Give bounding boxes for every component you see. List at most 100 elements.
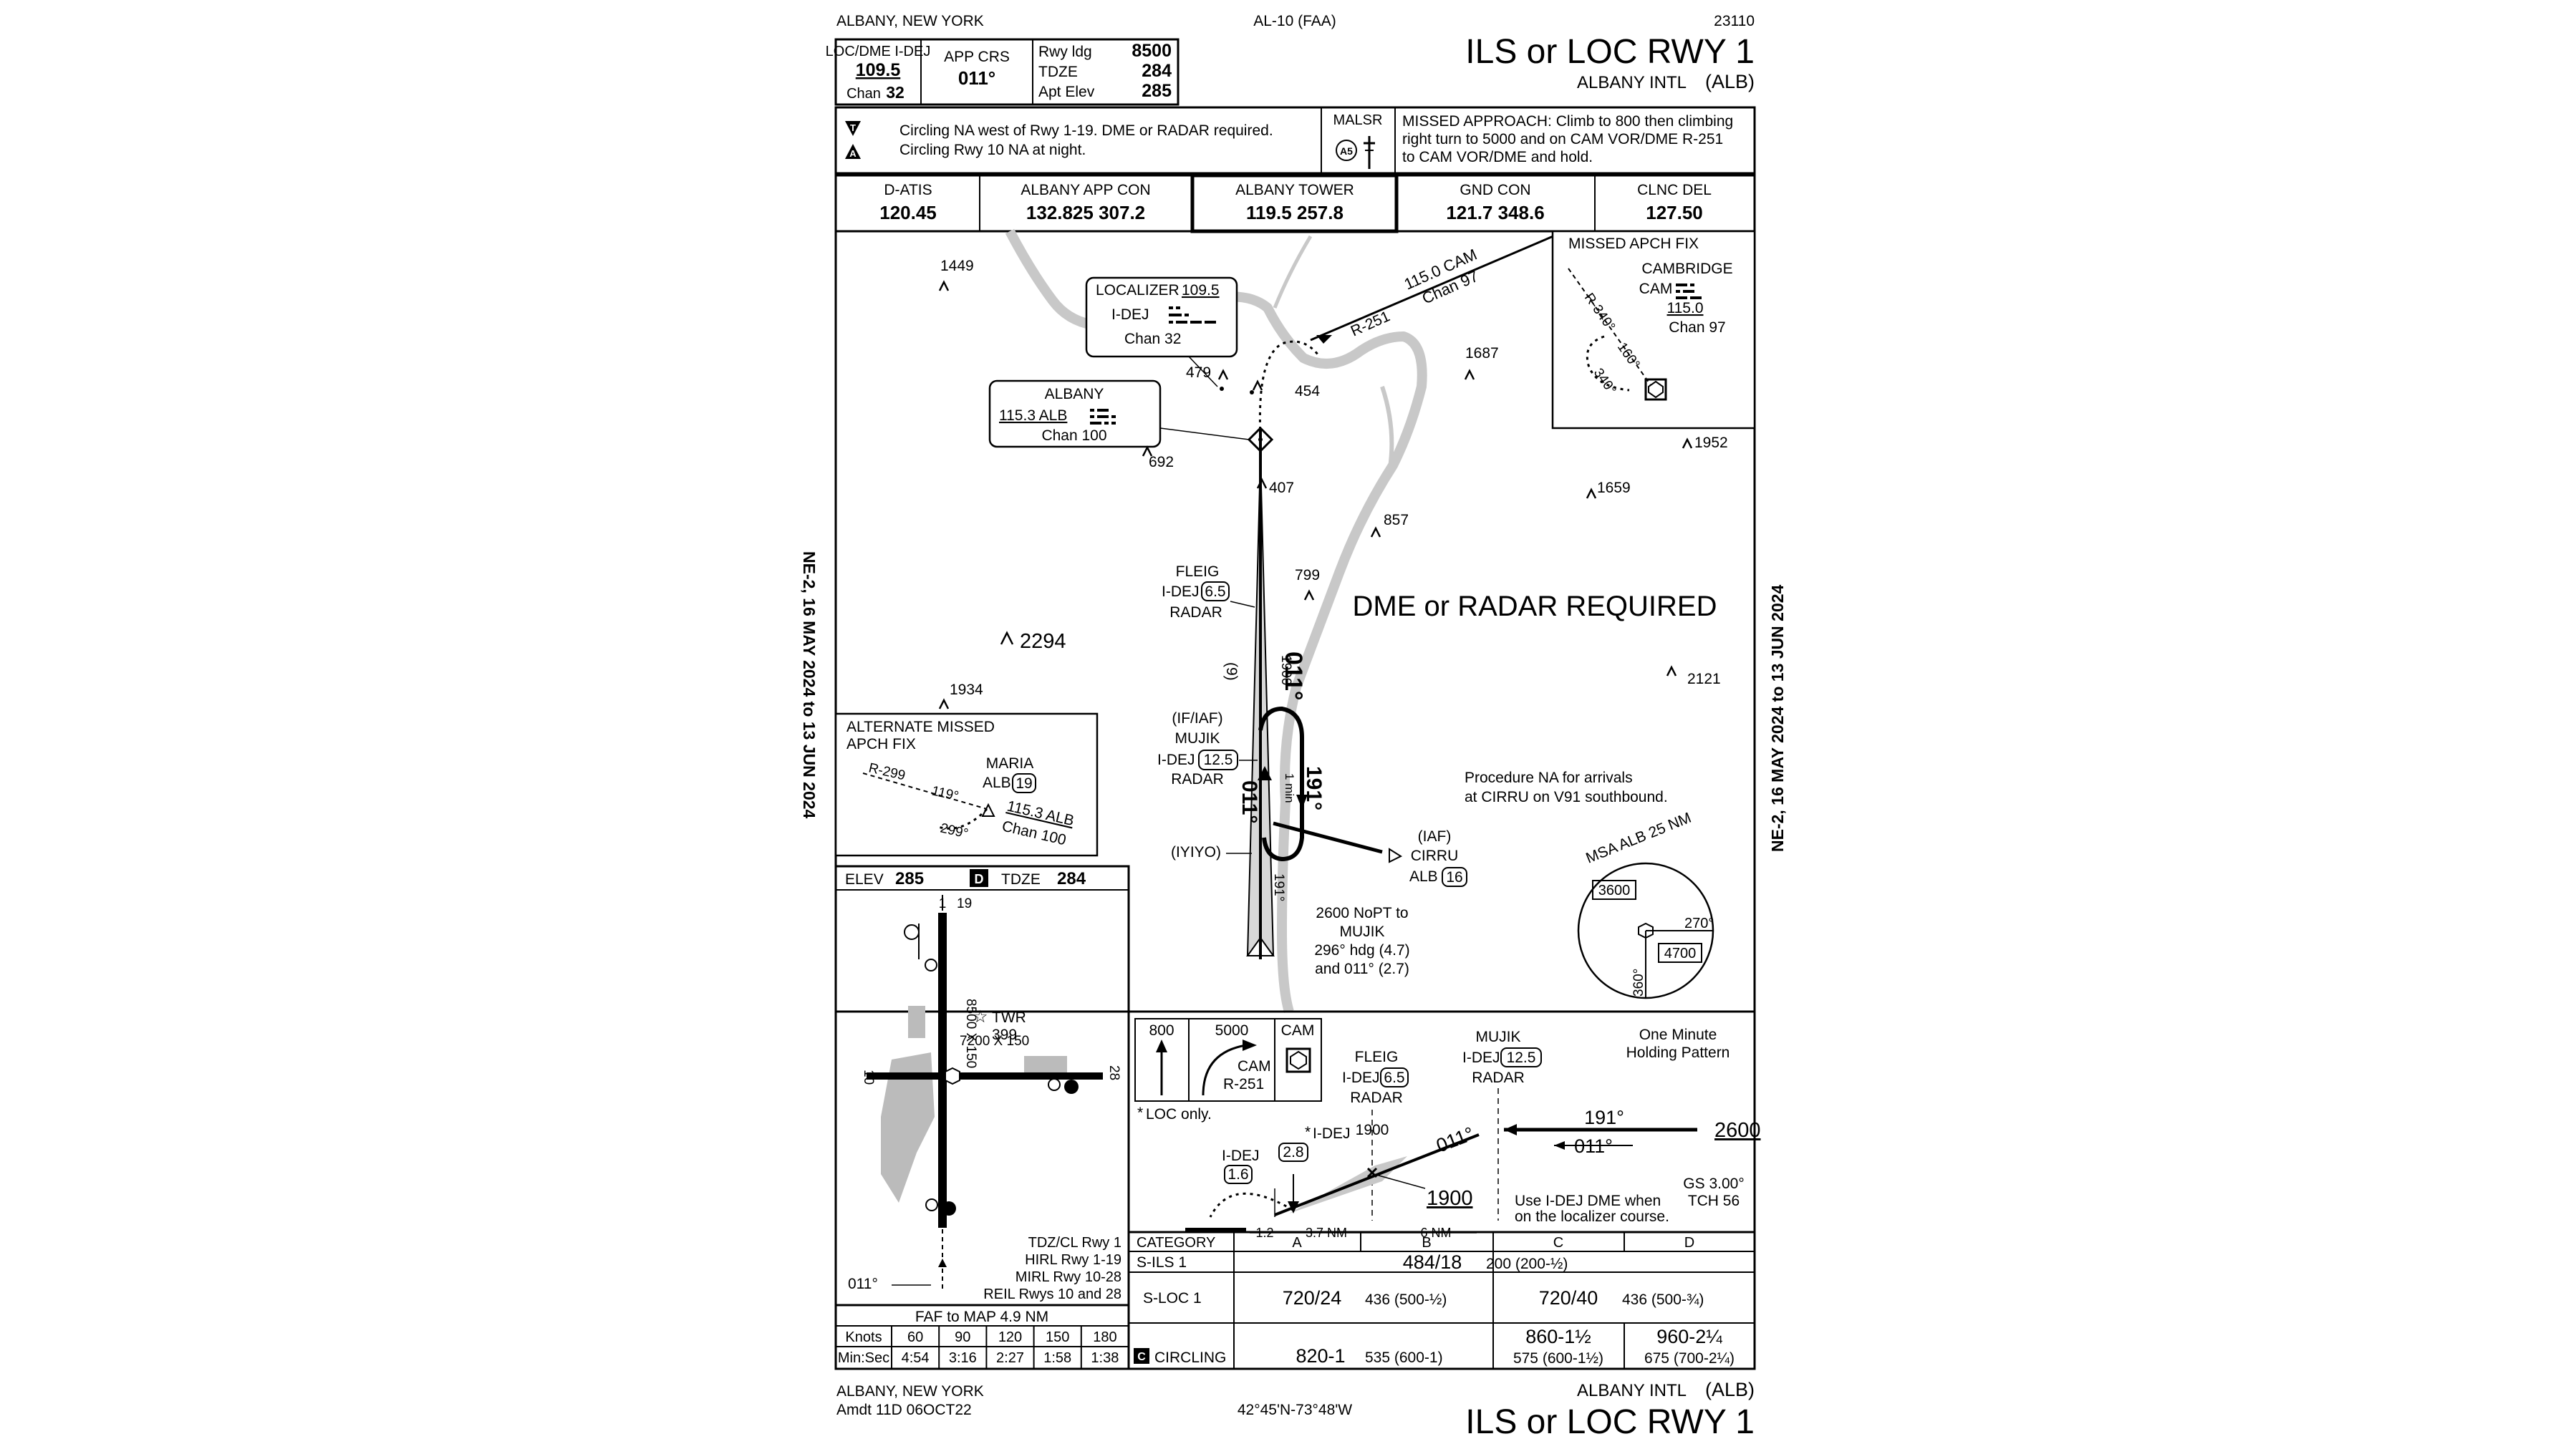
- mujik-radar: RADAR: [1171, 771, 1224, 788]
- alternate-missed-fix-inset: ALTERNATE MISSED APCH FIX MARIA ALB 19 1…: [834, 712, 1099, 857]
- profile-011-a: 011°: [1574, 1135, 1613, 1157]
- header-airport-id: (ALB): [1705, 71, 1755, 92]
- lighting-3: MIRL Rwy 10-28: [1016, 1269, 1121, 1285]
- min-circ-d: 960-2¼: [1656, 1326, 1722, 1347]
- localizer-info-box: LOCALIZER 109.5 I-DEJ Chan 32: [1085, 276, 1238, 387]
- comm-tower-name: ALBANY TOWER: [1235, 182, 1354, 198]
- profile-fleig-dme: 6.5: [1384, 1070, 1404, 1086]
- timing-knots-90: 90: [955, 1329, 970, 1345]
- take-off-minimums-icon: T: [845, 121, 861, 136]
- comm-app-freq: 132.825 307.2: [1026, 202, 1145, 223]
- briefing-strip: LOC/DME I-DEJ 109.5 Chan 32 APP CRS 011°…: [826, 38, 1180, 106]
- albany-vortac-icon: [1247, 426, 1274, 453]
- profile-gs: GS 3.00°: [1683, 1176, 1744, 1192]
- iyiyo-fix: (IYIYO): [1171, 844, 1221, 861]
- cirru-nav: ALB: [1409, 868, 1438, 885]
- note-circling-1: Circling NA west of Rwy 1-19. DME or RAD…: [899, 122, 1273, 139]
- fleig-dme: 6.5: [1205, 583, 1225, 600]
- timing-columns: KnotsMin:Sec604:54903:161202:271501:5818…: [838, 1326, 1119, 1369]
- min-sloc-ab-sub: 436 (500-½): [1365, 1292, 1447, 1308]
- msa-circle: 3600 4700 270° 360° MSA ALB 25 NM: [1577, 810, 1714, 999]
- obstacle-479: 479: [1186, 364, 1211, 381]
- side-date-left: NE-2, 16 MAY 2024 to 13 JUN 2024: [800, 551, 819, 819]
- rwy-label-28: 28: [1106, 1065, 1121, 1080]
- comm-tower-freq: 119.5 257.8: [1246, 202, 1344, 223]
- airport-tdze-label: TDZE: [1001, 871, 1041, 888]
- rwy-label-10: 10: [861, 1070, 876, 1085]
- msa-title: MSA ALB 25 NM: [1583, 810, 1694, 867]
- fleig-dme-label: I-DEJ: [1162, 583, 1200, 600]
- timing-minsec-label: Min:Sec: [838, 1350, 889, 1366]
- airport-vor-icon: [945, 1067, 960, 1085]
- nopt-2: MUJIK: [1340, 924, 1385, 940]
- vor-box-name: ALBANY: [1045, 386, 1104, 402]
- rwy-ldg: 8500: [1132, 41, 1172, 61]
- min-circ-c: 860-1½: [1525, 1326, 1591, 1347]
- alt-missed-title-1: ALTERNATE MISSED: [846, 719, 995, 735]
- missed-fix-chan: Chan 97: [1669, 319, 1725, 336]
- profile-idej-16-label: I-DEJ: [1222, 1148, 1260, 1164]
- header-title: ILS or LOC RWY 1: [1465, 33, 1755, 71]
- profile-idej-28: 2.8: [1283, 1144, 1303, 1160]
- profile-fleig-dme-label: I-DEJ: [1342, 1070, 1380, 1086]
- comm-app-name: ALBANY APP CON: [1021, 182, 1150, 198]
- runway-lights-icon: [904, 924, 1079, 1216]
- profile-idej-16: 1.6: [1227, 1166, 1248, 1183]
- notes-row: T A Circling NA west of Rwy 1-19. DME or…: [834, 106, 1756, 175]
- mujik-name: MUJIK: [1175, 730, 1220, 747]
- cirru-dme: 16: [1446, 869, 1462, 886]
- procedure-na-2: at CIRRU on V91 southbound.: [1465, 789, 1668, 805]
- albany-vor-info-box: ALBANY 115.3 ALB Chan 100: [988, 379, 1250, 448]
- profile-mujik-name: MUJIK: [1476, 1029, 1521, 1045]
- svg-text:D: D: [975, 872, 984, 886]
- msa-alt-3600: 3600: [1598, 883, 1631, 898]
- timing-time-90: 3:16: [949, 1350, 977, 1366]
- alt-missed-title-2: APCH FIX: [846, 736, 916, 752]
- profile-use-1: Use I-DEJ DME when: [1515, 1193, 1661, 1209]
- alt-missed-fix-dme: 19: [1016, 775, 1032, 792]
- profile-mujik-radar: RADAR: [1472, 1070, 1525, 1086]
- elev-value: 285: [895, 869, 924, 888]
- apt-elev-label: Apt Elev: [1038, 84, 1095, 100]
- missed-approach-3: to CAM VOR/DME and hold.: [1402, 149, 1593, 165]
- nopt-1: 2600 NoPT to: [1316, 905, 1408, 921]
- rwy-label-19: 19: [957, 896, 972, 911]
- svg-text:A: A: [849, 148, 857, 159]
- profile-011-b: 011°: [1433, 1123, 1477, 1156]
- profile-191: 191°: [1584, 1107, 1624, 1128]
- mapp-icon-800: 800: [1149, 1022, 1174, 1039]
- profile-hold-2: Holding Pattern: [1626, 1045, 1730, 1061]
- obstacle-2294: 2294: [1020, 630, 1066, 653]
- mapp-icon-cam: CAM: [1238, 1058, 1271, 1075]
- runway-1-19: [938, 913, 947, 1228]
- profile-mujik-dme-label: I-DEJ: [1462, 1050, 1500, 1066]
- obstacle-692: 692: [1149, 454, 1174, 470]
- profile-alt-1900-a: 1900: [1356, 1122, 1389, 1138]
- header-chart-number: 23110: [1714, 13, 1755, 29]
- fix-x-icon: [1366, 1167, 1378, 1178]
- nopt-3: 296° hdg (4.7): [1314, 942, 1409, 959]
- missed-fix-freq: 115.0: [1667, 300, 1704, 316]
- msa-alt-4700: 4700: [1664, 946, 1697, 961]
- footer-city: ALBANY, NEW YORK: [836, 1383, 984, 1400]
- comm-gnd-freq: 121.7 348.6: [1446, 202, 1544, 223]
- profile-fleig-name: FLEIG: [1355, 1049, 1399, 1065]
- missed-fix-ident: CAM: [1639, 281, 1673, 297]
- min-sils-sub: 200 (200-½): [1486, 1256, 1568, 1272]
- alternate-minimums-icon: A: [845, 144, 861, 159]
- final-distance-9: (9): [1223, 662, 1240, 681]
- min-sloc-cd-sub: 436 (500-¾): [1622, 1292, 1704, 1308]
- timing-table: FAF to MAP 4.9 NM KnotsMin:Sec604:54903:…: [834, 1304, 1130, 1370]
- mujik-role: (IF/IAF): [1172, 710, 1222, 727]
- min-circ-c-sub: 575 (600-1½): [1513, 1350, 1603, 1367]
- tower-elev: 399: [992, 1027, 1017, 1043]
- min-header-c: C: [1553, 1235, 1563, 1251]
- mujik-dme-label: I-DEJ: [1157, 752, 1195, 768]
- profile-hold-1: One Minute: [1639, 1027, 1717, 1043]
- footer-amdt: Amdt 11D 06OCT22: [836, 1402, 972, 1418]
- profile-tch: TCH 56: [1688, 1193, 1740, 1209]
- min-circ-label: CIRCLING: [1154, 1349, 1226, 1366]
- msa-bearing-270: 270°: [1684, 916, 1714, 931]
- loc-chan: 32: [886, 83, 905, 102]
- missed-approach-path: [1258, 340, 1319, 437]
